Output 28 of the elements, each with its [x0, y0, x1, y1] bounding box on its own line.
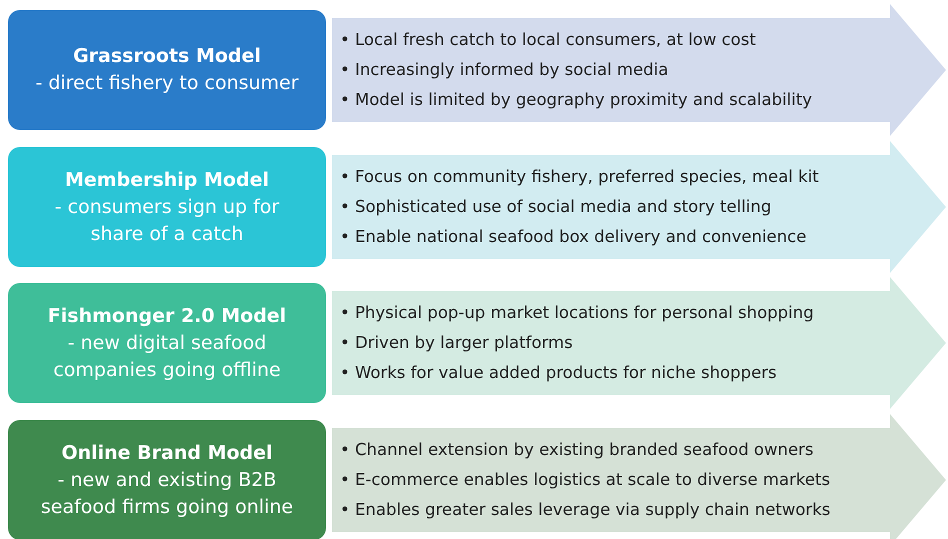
model-subtitle: - consumers sign up for share of a catch — [54, 194, 280, 246]
model-title: Membership Model — [65, 168, 269, 192]
bullet-item: • Increasingly informed by social media — [340, 59, 670, 81]
model-title: Fishmonger 2.0 Model — [48, 304, 286, 328]
arrow-banner — [332, 414, 946, 539]
bullet-item: • E-commerce enables logistics at scale to diverse markets — [340, 469, 830, 491]
bullet-item: • Channel extension by existing branded seafood owners — [340, 439, 814, 461]
model-card — [8, 10, 326, 130]
model-card — [8, 147, 326, 267]
bullet-item: • Driven by larger platforms — [340, 332, 574, 354]
arrow-banner — [332, 4, 946, 136]
bullet-item: • Focus on community fishery, preferred species, meal kit — [340, 166, 819, 188]
model-subtitle: - new and existing B2B seafood firms going online — [40, 468, 294, 520]
model-subtitle: - direct fishery to consumer — [35, 71, 299, 96]
model-title: Online Brand Model — [61, 440, 273, 466]
model-card — [8, 420, 326, 539]
bullet-item: • Sophisticated use of social media and story telling — [340, 196, 772, 218]
model-card — [8, 283, 326, 403]
bullet-item: • Enables greater sales leverage via supply chain networks — [340, 499, 830, 521]
arrow-banner — [332, 141, 946, 273]
bullet-item: • Enable national seafood box delivery and convenience — [340, 226, 808, 248]
model-title: Grassroots Model — [73, 44, 261, 69]
arrow-banner — [332, 277, 946, 409]
bullet-item: • Local fresh catch to local consumers, at low cost — [340, 29, 757, 51]
bullet-item: • Works for value added products for niche shoppers — [340, 362, 778, 384]
bullet-item: • Model is limited by geography proximity and scalability — [340, 89, 812, 111]
model-subtitle: - new digital seafood companies going offline — [52, 330, 282, 382]
bullet-item: • Physical pop-up market locations for personal shopping — [340, 302, 814, 324]
